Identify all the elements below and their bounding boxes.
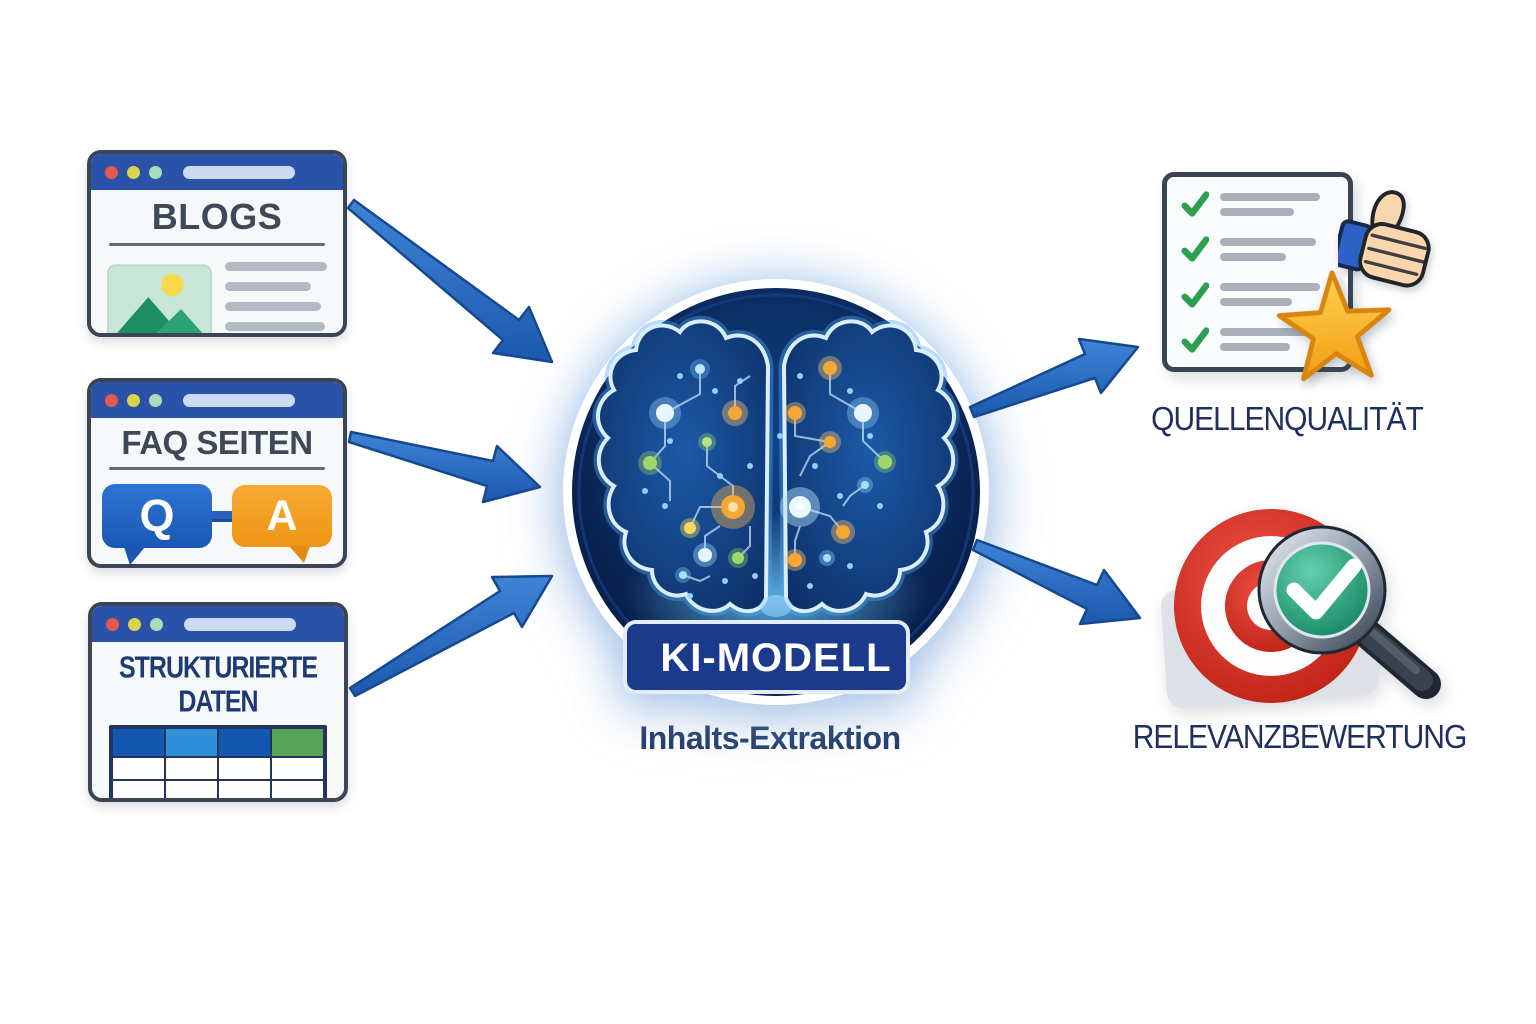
text-line [1220,343,1290,352]
browser-titlebar [91,382,343,418]
table-cell [218,780,271,798]
structured-data-title: STRUKTURIERTE DATEN [118,650,318,719]
qa-connector [207,510,237,522]
text-line [1220,192,1320,201]
source-card-faq: FAQ SEITEN Q A [87,378,347,568]
star-icon [1276,270,1392,382]
window-dot-red-icon [105,165,118,179]
window-dot-green-icon [149,165,162,179]
check-icon [1181,282,1209,308]
check-icon [1181,191,1209,217]
check-icon [1181,327,1209,353]
table-cell [271,780,324,798]
browser-titlebar [92,606,344,642]
text-line [225,261,327,271]
checklist-row [1181,235,1334,263]
arrow-model-to-quality [968,337,1140,419]
thumbs-up-icon [1338,190,1431,288]
browser-titlebar [91,154,343,190]
data-table [109,725,327,798]
text-line [225,301,321,311]
address-bar [183,393,295,407]
arrow-faq-to-model [347,430,542,504]
checklist-row [1181,190,1334,218]
table-cell [271,757,324,780]
text-line [1220,237,1316,246]
ki-model-illustration: KI-MODELL [563,279,989,705]
faq-title: FAQ SEITEN [121,424,313,461]
neural-nodes [638,356,896,599]
source-card-structured-data: STRUKTURIERTE DATEN [88,602,348,802]
source-card-blogs: BLOGS [87,150,347,337]
table-cell [165,757,218,780]
window-dot-yellow-icon [127,393,140,407]
blogs-title: BLOGS [151,196,283,237]
window-dot-red-icon [105,393,118,407]
arrow-blogs-to-model [346,198,554,364]
table-header-cell [165,728,218,757]
table-header-cell [112,728,165,757]
relevance-icon [1161,509,1441,709]
table-header-cell [271,728,324,757]
window-dot-green-icon [150,617,163,631]
arrow-model-to-relevance [971,538,1142,626]
window-dot-red-icon [106,617,119,631]
checklist-row [1181,281,1334,309]
magnifier-icon [1257,525,1441,699]
window-dot-yellow-icon [127,165,140,179]
model-badge-label: KI-MODELL [660,636,891,680]
divider [109,467,325,471]
text-line [1220,252,1286,261]
address-bar [183,165,295,179]
relevance-label-wrap: RELEVANZBEWERTUNG [1127,718,1472,756]
text-line [1220,207,1294,216]
table-header-cell [218,728,271,757]
blog-text-lines [225,261,327,333]
circuit-traces [649,368,886,583]
window-dot-green-icon [149,393,162,407]
text-line [1220,328,1318,337]
arrow-structured-to-model [348,574,554,698]
text-line [225,281,311,291]
table-cell [112,757,165,780]
table-cell [218,757,271,780]
text-line [1220,283,1320,292]
window-dot-yellow-icon [128,617,141,631]
check-icon [1286,558,1362,620]
image-placeholder-icon [107,264,212,333]
text-line [225,321,325,331]
model-badge: KI-MODELL [623,620,910,694]
text-line [1220,298,1292,307]
relevance-label: RELEVANZBEWERTUNG [1132,718,1468,756]
checklist-row [1181,326,1334,354]
quality-label: QUELLENQUALITÄT [1151,400,1424,438]
table-cell [165,780,218,798]
brain-icon [598,321,954,617]
question-letter: Q [139,490,175,542]
check-icon [1181,236,1209,262]
question-bubble: Q [102,484,212,564]
address-bar [184,617,296,631]
model-caption: Inhalts-Extraktion [639,720,901,756]
quality-checklist [1162,172,1353,372]
answer-bubble: A [232,485,332,564]
divider [109,242,325,246]
answer-letter: A [266,491,298,540]
table-cell [112,780,165,798]
quality-label-wrap: QUELLENQUALITÄT [1117,400,1457,438]
